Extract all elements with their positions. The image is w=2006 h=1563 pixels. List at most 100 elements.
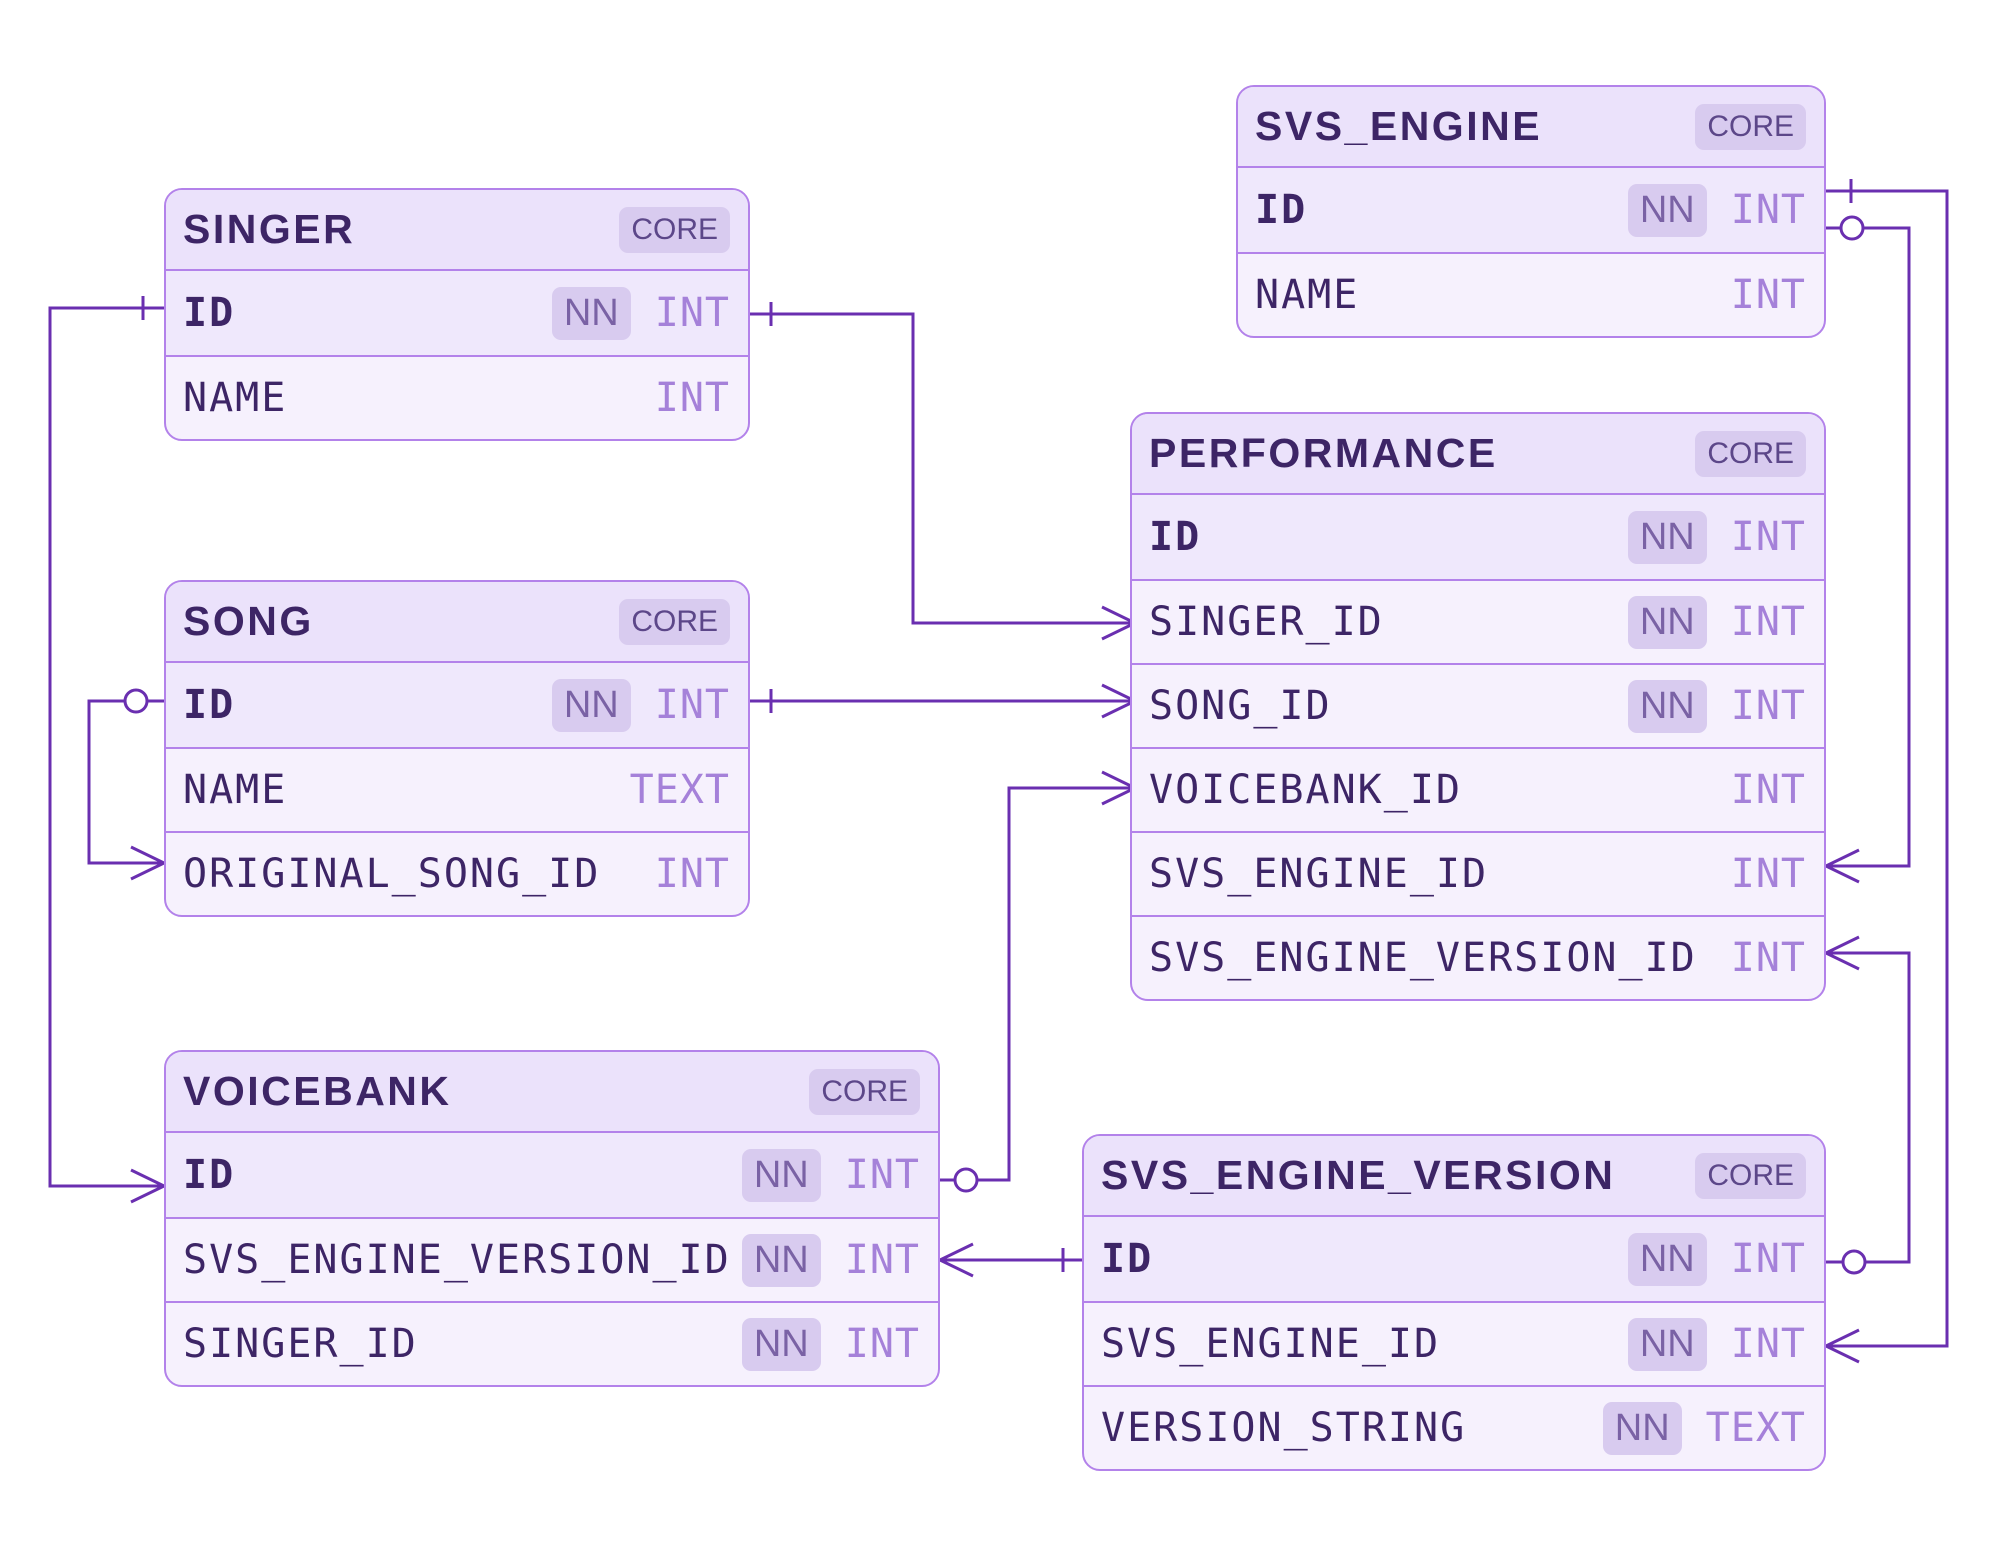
column-row[interactable]: VERSION_STRING NN TEXT bbox=[1084, 1385, 1824, 1469]
column-type: INT bbox=[1730, 187, 1806, 233]
not-null-badge: NN bbox=[551, 286, 631, 340]
not-null-badge: NN bbox=[1627, 510, 1707, 564]
column-row[interactable]: SVS_ENGINE_ID INT bbox=[1132, 831, 1824, 915]
column-name: SVS_ENGINE_VERSION_ID bbox=[1149, 935, 1697, 981]
column-name: SINGER_ID bbox=[183, 1321, 418, 1367]
column-name: ID bbox=[1101, 1236, 1154, 1282]
entity-title: SVS_ENGINE bbox=[1255, 103, 1543, 149]
column-name: SVS_ENGINE_VERSION_ID bbox=[183, 1237, 731, 1283]
rel-singer-voicebank bbox=[48, 296, 165, 1204]
column-row[interactable]: NAME TEXT bbox=[166, 747, 748, 831]
not-null-badge: NN bbox=[1627, 1317, 1707, 1371]
entity-header: SVS_ENGINE_VERSION CORE bbox=[1084, 1136, 1824, 1217]
column-row[interactable]: SVS_ENGINE_VERSION_ID INT bbox=[1132, 915, 1824, 999]
column-name: ID bbox=[183, 682, 236, 728]
entity-title: SINGER bbox=[183, 206, 356, 252]
core-badge: CORE bbox=[1695, 1152, 1806, 1199]
column-row[interactable]: ID NN INT bbox=[166, 663, 748, 747]
column-type: INT bbox=[1730, 851, 1806, 897]
entity-svs-engine-version[interactable]: SVS_ENGINE_VERSION CORE ID NN INT SVS_EN… bbox=[1082, 1134, 1826, 1471]
not-null-badge: NN bbox=[741, 1233, 821, 1287]
not-null-badge: NN bbox=[1627, 1232, 1707, 1286]
column-row[interactable]: SVS_ENGINE_ID NN INT bbox=[1084, 1301, 1824, 1385]
column-name: ORIGINAL_SONG_ID bbox=[183, 851, 601, 897]
column-type: INT bbox=[654, 851, 730, 897]
column-row[interactable]: SINGER_ID NN INT bbox=[166, 1301, 938, 1385]
entity-title: SVS_ENGINE_VERSION bbox=[1101, 1152, 1616, 1198]
entity-title: VOICEBANK bbox=[183, 1068, 452, 1114]
rel-engineversion-performance bbox=[1825, 935, 1911, 1275]
column-type: INT bbox=[1730, 514, 1806, 560]
not-null-badge: NN bbox=[551, 678, 631, 732]
column-name: SONG_ID bbox=[1149, 683, 1332, 729]
not-null-badge: NN bbox=[1627, 679, 1707, 733]
column-row[interactable]: ID NN INT bbox=[1084, 1217, 1824, 1301]
not-null-badge: NN bbox=[1627, 595, 1707, 649]
entity-title: PERFORMANCE bbox=[1149, 430, 1498, 476]
rel-singer-performance bbox=[750, 302, 1136, 641]
rel-engine-engineversion bbox=[1825, 179, 1949, 1364]
rel-engineversion-voicebank bbox=[939, 1242, 1082, 1278]
not-null-badge: NN bbox=[741, 1317, 821, 1371]
rel-song-performance bbox=[750, 683, 1136, 719]
column-name: SVS_ENGINE_ID bbox=[1101, 1321, 1441, 1367]
column-row[interactable]: VOICEBANK_ID INT bbox=[1132, 747, 1824, 831]
core-badge: CORE bbox=[1695, 103, 1806, 150]
entity-performance[interactable]: PERFORMANCE CORE ID NN INT SINGER_ID NN … bbox=[1130, 412, 1826, 1001]
column-type: INT bbox=[1730, 1236, 1806, 1282]
column-type: INT bbox=[654, 290, 730, 336]
column-name: VERSION_STRING bbox=[1101, 1405, 1467, 1451]
core-badge: CORE bbox=[1695, 430, 1806, 477]
column-name: NAME bbox=[1255, 272, 1360, 318]
column-type: INT bbox=[844, 1237, 920, 1283]
column-row[interactable]: SINGER_ID NN INT bbox=[1132, 579, 1824, 663]
column-row[interactable]: NAME INT bbox=[1238, 252, 1824, 336]
column-type: INT bbox=[1730, 599, 1806, 645]
column-name: NAME bbox=[183, 375, 288, 421]
entity-song[interactable]: SONG CORE ID NN INT NAME TEXT ORIGINAL_S… bbox=[164, 580, 750, 917]
column-type: INT bbox=[1730, 683, 1806, 729]
core-badge: CORE bbox=[809, 1068, 920, 1115]
entity-header: SVS_ENGINE CORE bbox=[1238, 87, 1824, 168]
column-name: ID bbox=[183, 290, 236, 336]
entity-svs-engine[interactable]: SVS_ENGINE CORE ID NN INT NAME INT bbox=[1236, 85, 1826, 338]
column-type: TEXT bbox=[629, 767, 730, 813]
column-row[interactable]: ID NN INT bbox=[166, 271, 748, 355]
column-row[interactable]: ID NN INT bbox=[1238, 168, 1824, 252]
not-null-badge: NN bbox=[741, 1148, 821, 1202]
entity-header: SINGER CORE bbox=[166, 190, 748, 271]
entity-voicebank[interactable]: VOICEBANK CORE ID NN INT SVS_ENGINE_VERS… bbox=[164, 1050, 940, 1387]
rel-engine-performance bbox=[1825, 215, 1911, 884]
column-row[interactable]: ID NN INT bbox=[166, 1133, 938, 1217]
not-null-badge: NN bbox=[1627, 183, 1707, 237]
entity-singer[interactable]: SINGER CORE ID NN INT NAME INT bbox=[164, 188, 750, 441]
core-badge: CORE bbox=[619, 598, 730, 645]
column-type: INT bbox=[844, 1321, 920, 1367]
column-row[interactable]: ORIGINAL_SONG_ID INT bbox=[166, 831, 748, 915]
column-type: INT bbox=[1730, 935, 1806, 981]
entity-header: PERFORMANCE CORE bbox=[1132, 414, 1824, 495]
column-type: INT bbox=[1730, 1321, 1806, 1367]
column-name: NAME bbox=[183, 767, 288, 813]
column-name: ID bbox=[183, 1152, 236, 1198]
column-row[interactable]: ID NN INT bbox=[1132, 495, 1824, 579]
column-name: SVS_ENGINE_ID bbox=[1149, 851, 1489, 897]
not-null-badge: NN bbox=[1602, 1401, 1682, 1455]
column-name: ID bbox=[1149, 514, 1202, 560]
rel-voicebank-performance bbox=[940, 770, 1136, 1193]
column-name: VOICEBANK_ID bbox=[1149, 767, 1462, 813]
entity-title: SONG bbox=[183, 598, 314, 644]
column-type: TEXT bbox=[1705, 1405, 1806, 1451]
column-type: INT bbox=[1730, 767, 1806, 813]
column-type: INT bbox=[654, 682, 730, 728]
column-type: INT bbox=[1730, 272, 1806, 318]
core-badge: CORE bbox=[619, 206, 730, 253]
column-row[interactable]: SONG_ID NN INT bbox=[1132, 663, 1824, 747]
column-name: ID bbox=[1255, 187, 1308, 233]
entity-header: SONG CORE bbox=[166, 582, 748, 663]
column-name: SINGER_ID bbox=[1149, 599, 1384, 645]
column-row[interactable]: NAME INT bbox=[166, 355, 748, 439]
column-type: INT bbox=[654, 375, 730, 421]
column-row[interactable]: SVS_ENGINE_VERSION_ID NN INT bbox=[166, 1217, 938, 1301]
rel-song-self bbox=[87, 688, 165, 881]
